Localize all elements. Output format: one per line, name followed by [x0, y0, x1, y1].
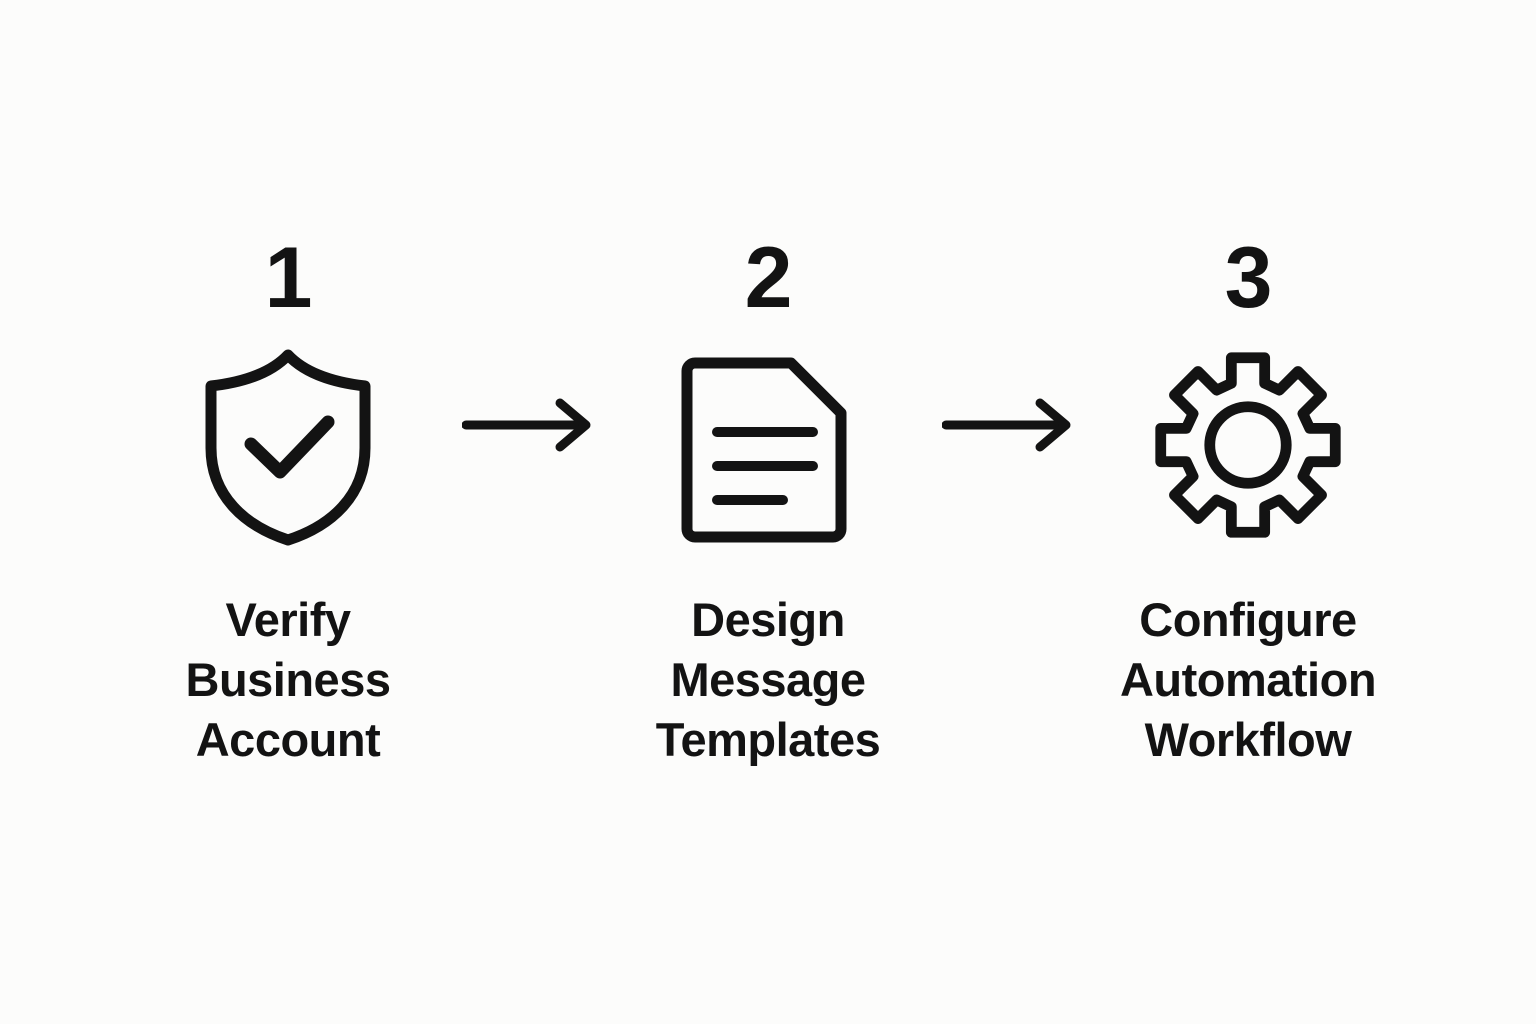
step-label-2: Design Message Templates [655, 593, 881, 766]
connector-1 [453, 0, 603, 455]
shield-check-icon [188, 346, 388, 546]
process-step-3[interactable]: 3 Configure Automation Workflow [1083, 0, 1413, 770]
arrow-right-icon [942, 398, 1071, 452]
step-label-1: Verify Business Account [185, 593, 391, 766]
gear-icon [1148, 346, 1348, 546]
document-lines-icon [668, 346, 868, 546]
step-label-3: Configure Automation Workflow [1119, 593, 1377, 766]
process-step-2[interactable]: 2 Design Message Templates [603, 0, 933, 770]
arrow-right-icon [462, 398, 591, 452]
step-number-1: 1 [264, 230, 313, 326]
step-number-2: 2 [744, 230, 793, 326]
connector-2 [933, 0, 1083, 455]
process-step-1[interactable]: 1 Verify Business Account [123, 0, 453, 770]
step-number-3: 3 [1224, 230, 1273, 326]
